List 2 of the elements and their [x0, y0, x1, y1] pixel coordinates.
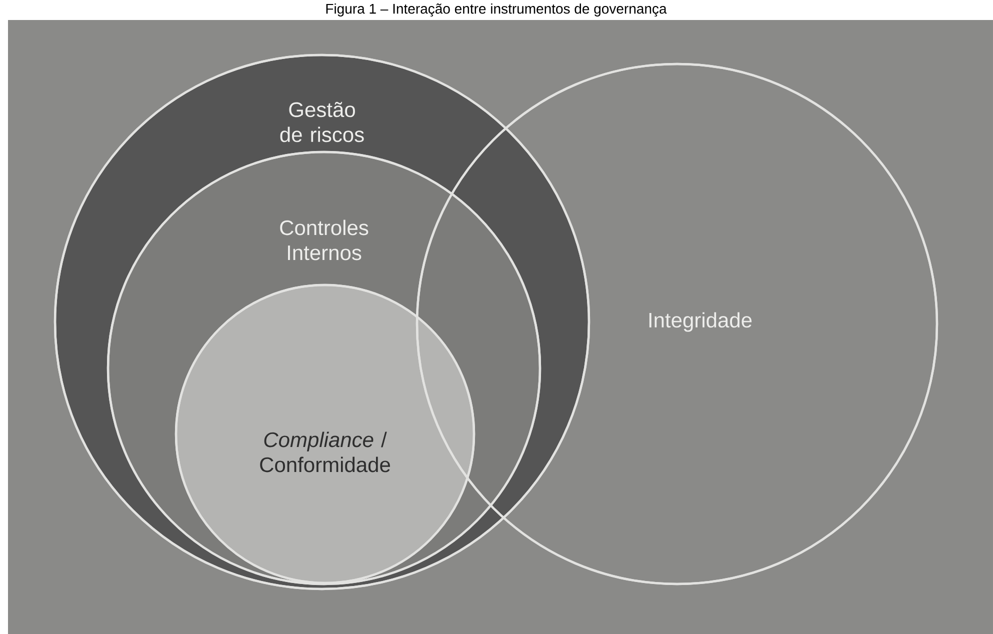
node-label: Integridade	[649, 312, 752, 332]
figure-title: Figura 1 – Interação entre instrumentos de governança	[326, 3, 667, 17]
